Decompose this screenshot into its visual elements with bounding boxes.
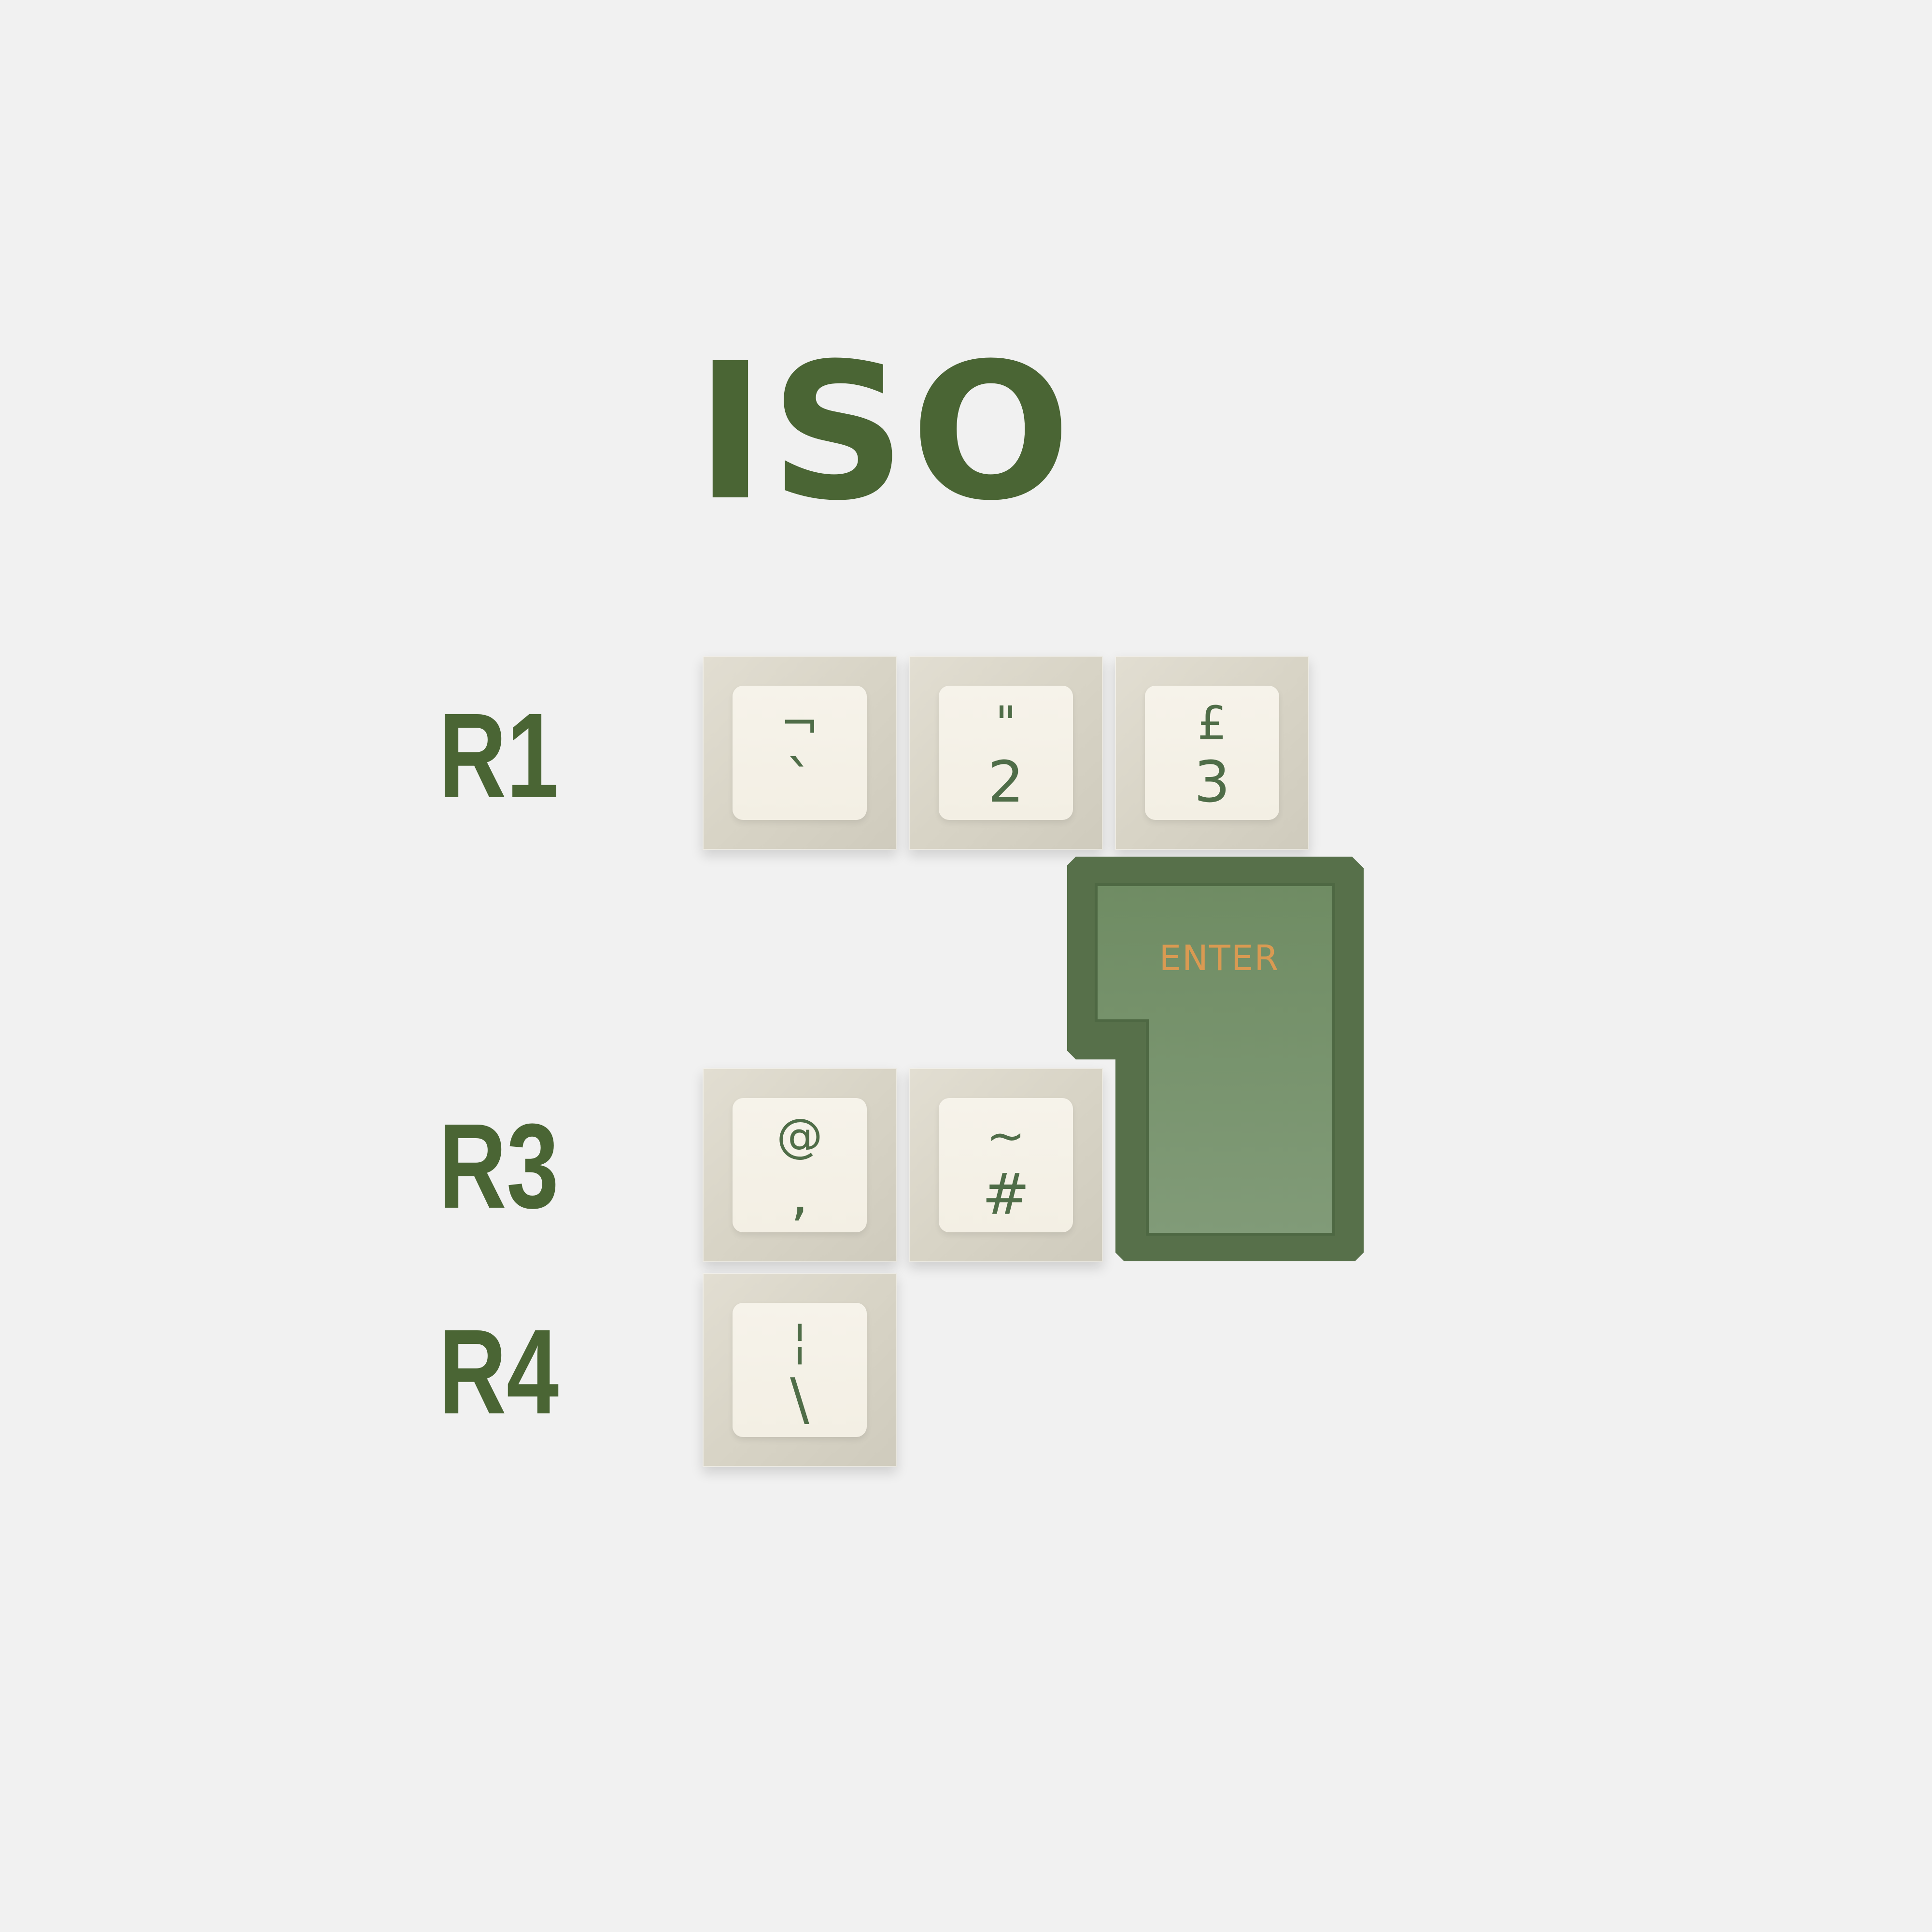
row-label-r3: R3 — [438, 1099, 559, 1233]
key-hash-lower: # — [982, 1161, 1030, 1227]
key-three-lower: 3 — [1194, 748, 1230, 815]
keycap-top: ¦ \ — [733, 1303, 867, 1437]
key-three[interactable]: £ 3 — [1115, 656, 1309, 850]
row-label-r1: R1 — [438, 688, 559, 823]
key-enter[interactable]: ENTER — [1067, 857, 1364, 1261]
key-three-upper: £ — [1197, 696, 1227, 750]
layout-title: ISO — [695, 323, 1076, 542]
key-backslash-upper: ¦ — [791, 1313, 808, 1368]
enter-keycap-shape — [1067, 857, 1364, 1261]
keycap-top: ~ # — [939, 1098, 1073, 1232]
keycap-top: @ , — [733, 1098, 867, 1232]
keycap-top: £ 3 — [1145, 686, 1279, 820]
key-backslash[interactable]: ¦ \ — [703, 1273, 897, 1467]
enter-label: ENTER — [1159, 938, 1280, 978]
row-label-r4: R4 — [438, 1304, 559, 1439]
key-two-lower: 2 — [987, 748, 1024, 815]
key-grave-lower: ` — [785, 748, 814, 815]
key-grave-upper: ¬ — [780, 696, 819, 750]
key-hash-upper: ~ — [986, 1109, 1026, 1163]
key-two[interactable]: " 2 — [909, 656, 1103, 850]
key-backslash-lower: \ — [790, 1366, 809, 1432]
key-two-upper: " — [995, 696, 1017, 750]
key-semicolon-lower: , — [790, 1161, 809, 1227]
key-hash[interactable]: ~ # — [909, 1068, 1103, 1262]
keycap-top: ¬ ` — [733, 686, 867, 820]
key-grave[interactable]: ¬ ` — [703, 656, 897, 850]
keycap-top: " 2 — [939, 686, 1073, 820]
key-semicolon[interactable]: @ , — [703, 1068, 897, 1262]
key-semicolon-upper: @ — [776, 1109, 823, 1163]
